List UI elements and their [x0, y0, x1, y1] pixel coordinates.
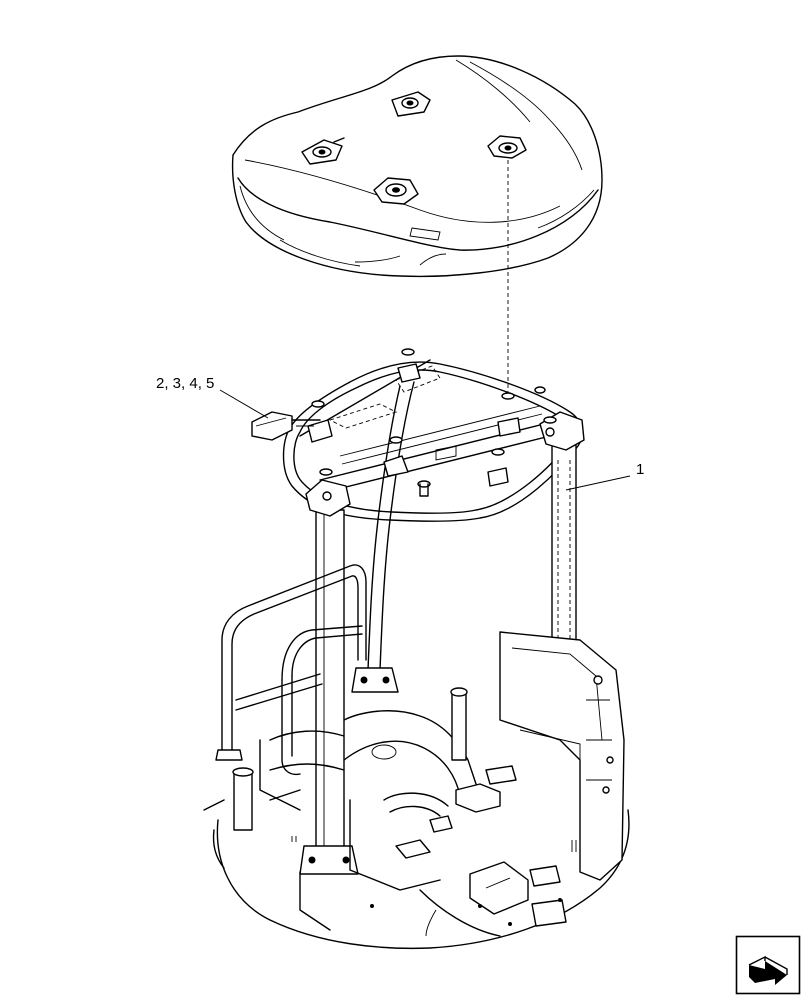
roof-mount-point — [487, 135, 527, 159]
frame-mount-bushing — [319, 386, 557, 476]
parts-2-3-4-5-bracket — [251, 411, 321, 441]
callout-label-parts: 2, 3, 4, 5 — [156, 375, 214, 392]
callout-label-frame: 1 — [636, 461, 644, 478]
frame-mount-bushing — [397, 348, 421, 383]
roof-mount-point — [391, 91, 431, 117]
frame-mount-bushing — [497, 392, 521, 437]
canopy-frame — [282, 348, 591, 875]
roof-mount-point — [373, 177, 419, 205]
callout-leader-frame — [565, 475, 631, 491]
next-page-arrow-icon[interactable] — [735, 935, 801, 995]
frame-mount-bushing — [307, 400, 333, 443]
callout-leader-parts — [219, 389, 269, 419]
grab-handrail — [215, 564, 367, 776]
machine-upper-structure — [203, 631, 630, 950]
frame-mount-bushing — [487, 448, 509, 487]
frame-mount-bushing — [417, 480, 431, 497]
canopy-roof-panel — [231, 55, 603, 278]
roof-mount-point — [301, 137, 345, 165]
frame-mount-bushing — [383, 436, 409, 477]
